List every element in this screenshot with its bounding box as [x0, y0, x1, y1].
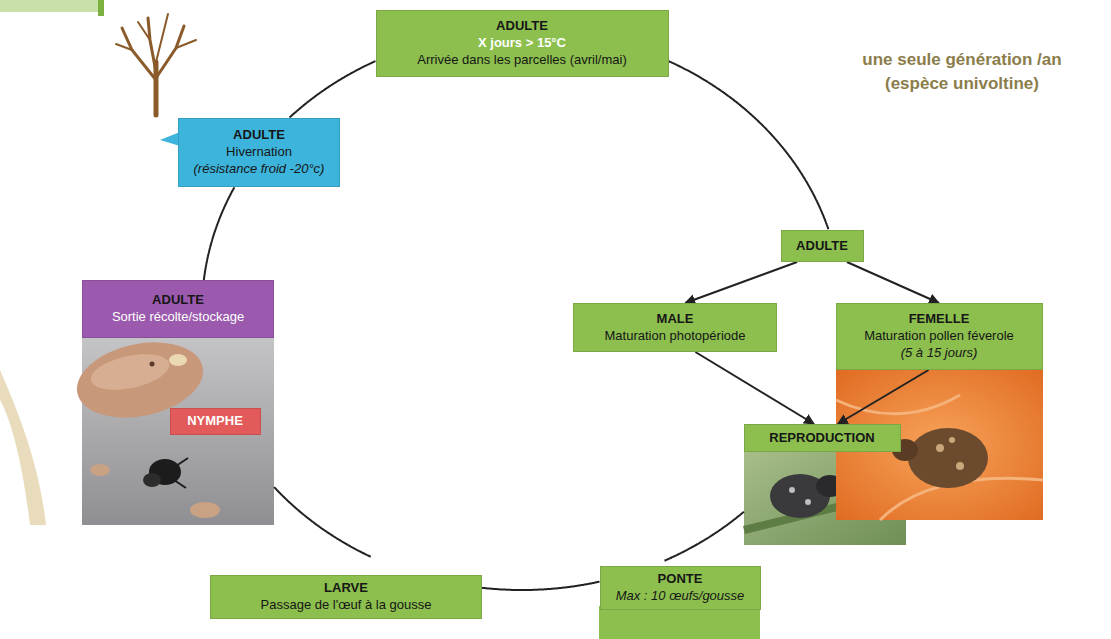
stage-title: NYMPHE	[181, 413, 250, 430]
stage-box: MALEMaturation photopériode	[573, 303, 777, 352]
stage-detail: Max : 10 œufs/gousse	[611, 588, 750, 605]
cycle-arc	[290, 61, 376, 117]
flow-arrow	[695, 352, 814, 424]
winter-box: ADULTEHivernation(résistance froid -20°c…	[178, 118, 340, 187]
cycle-arc	[274, 487, 371, 557]
stage-detail: X jours > 15°C	[387, 35, 658, 52]
pod-strip	[599, 606, 760, 639]
flow-arrow	[838, 370, 929, 424]
stage-detail: (résistance froid -20°c)	[189, 161, 329, 178]
stage-title: PONTE	[611, 571, 750, 588]
cycle-arc	[482, 582, 600, 590]
stage-box: ADULTEX jours > 15°CArrivée dans les par…	[376, 10, 669, 77]
stage-detail: Hivernation	[189, 144, 329, 161]
tree-icon	[116, 14, 196, 115]
note-text: (espèce univoltine)	[885, 74, 1039, 94]
flow-arrow	[685, 262, 797, 303]
stage-title: ADULTE	[189, 127, 329, 144]
stage-title: LARVE	[221, 580, 471, 597]
bubble-tail	[160, 132, 180, 146]
cycle-arc	[204, 187, 235, 280]
stage-title: REPRODUCTION	[755, 430, 890, 447]
nymph-tag: NYMPHE	[170, 408, 261, 435]
stage-title: ADULTE	[93, 292, 263, 309]
stage-detail: Passage de l'œuf à la gousse	[221, 597, 471, 614]
stage-title: MALE	[584, 311, 766, 328]
side-sweep	[0, 370, 46, 525]
stage-title: ADULTE	[387, 18, 658, 35]
stage-detail: (5 à 15 jours)	[847, 345, 1032, 362]
seed-photo	[70, 331, 274, 525]
stage-detail: Sortie récolte/stockage	[93, 309, 263, 326]
stage-detail: Maturation pollen féverole	[847, 328, 1032, 345]
stage-box: FEMELLEMaturation pollen féverole(5 à 15…	[836, 303, 1043, 370]
flow-arrow	[847, 262, 939, 303]
stage-title: FEMELLE	[847, 311, 1032, 328]
note-text: une seule génération /an	[862, 50, 1061, 70]
stage-detail: Maturation photopériode	[584, 328, 766, 345]
corner-mark	[98, 0, 104, 16]
corner-band	[0, 0, 100, 12]
stage-title: ADULTE	[792, 238, 853, 255]
cycle-arc	[669, 61, 829, 229]
stage-box: LARVEPassage de l'œuf à la gousse	[210, 575, 482, 619]
exit-box: ADULTESortie récolte/stockage	[82, 280, 274, 338]
stage-box: ADULTE	[781, 230, 864, 262]
stage-detail: Arrivée dans les parcelles (avril/mai)	[387, 52, 658, 69]
cycle-arc	[665, 512, 744, 561]
stage-box: PONTEMax : 10 œufs/gousse	[600, 566, 761, 610]
stage-box: REPRODUCTION	[744, 424, 901, 452]
